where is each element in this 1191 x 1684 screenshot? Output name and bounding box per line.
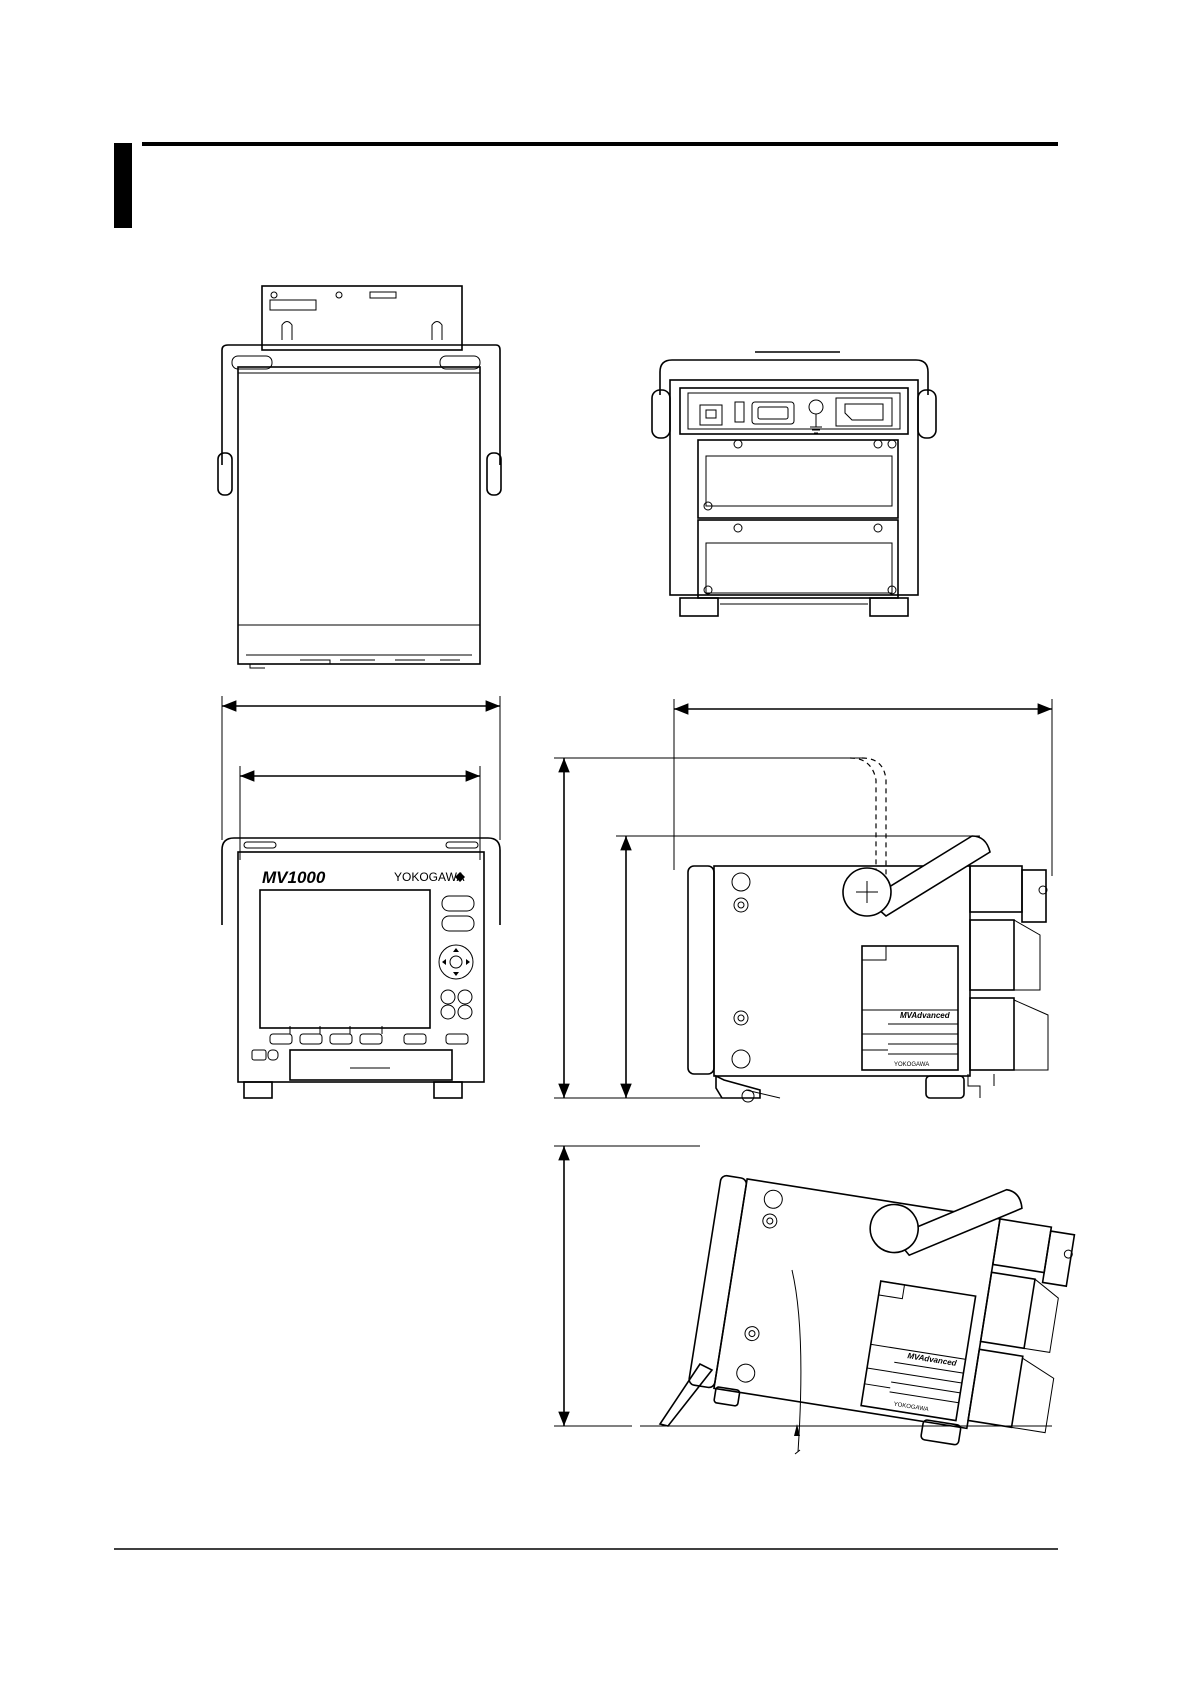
top-view — [218, 286, 501, 668]
tilt-stand-leg — [660, 1364, 712, 1426]
section-header — [114, 143, 1058, 228]
front-view: MV1000 YOKOGAWA — [222, 696, 500, 1098]
brand-name: YOKOGAWA — [394, 870, 464, 884]
front-key-6[interactable] — [458, 1005, 472, 1019]
media-slot — [290, 1050, 452, 1080]
section-marker-bar — [114, 143, 132, 228]
tilt-angle-arc — [792, 1270, 801, 1452]
front-key-5[interactable] — [441, 1005, 455, 1019]
side-panel-logo: MVAdvanced — [900, 1011, 951, 1020]
side-panel-brand: YOKOGAWA — [894, 1062, 929, 1068]
model-logo: MV1000 — [262, 868, 326, 887]
usb-port-icon — [252, 1050, 266, 1060]
rear-view — [652, 352, 936, 616]
soft-key-5[interactable] — [404, 1034, 426, 1044]
front-key-4[interactable] — [458, 990, 472, 1004]
front-key-2[interactable] — [442, 916, 474, 931]
lcd-screen — [260, 890, 430, 1028]
soft-key-1[interactable] — [270, 1034, 292, 1044]
side-view: MVAdvanced YOKOGAWA — [554, 699, 1052, 1102]
soft-key-3[interactable] — [330, 1034, 352, 1044]
soft-key-4[interactable] — [360, 1034, 382, 1044]
front-key-1[interactable] — [442, 896, 474, 911]
tilted-side-view: MVAdvanced YOKOGAWA — [554, 1145, 1082, 1458]
front-key-3[interactable] — [441, 990, 455, 1004]
soft-key-2[interactable] — [300, 1034, 322, 1044]
soft-key-6[interactable] — [446, 1034, 468, 1044]
